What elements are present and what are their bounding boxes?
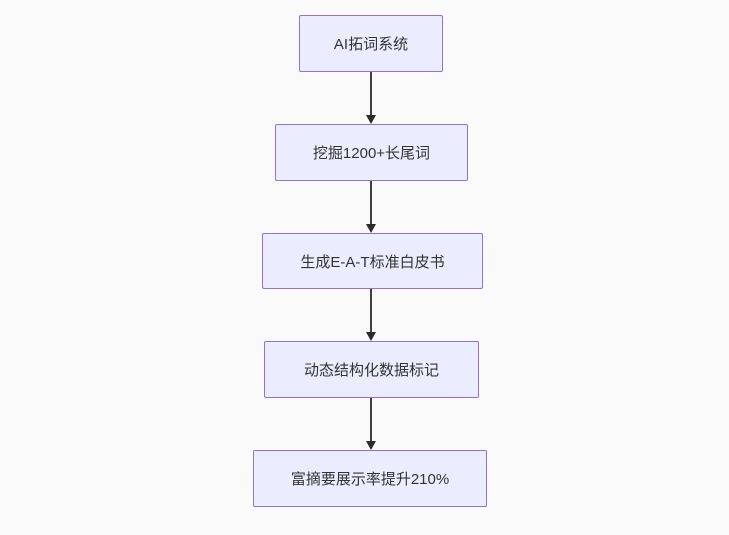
arrowhead-down-icon: [366, 115, 376, 124]
flowchart-node-rich-snippet-result: 富摘要展示率提升210%: [253, 450, 487, 507]
flowchart-node-eat-whitepaper: 生成E-A-T标准白皮书: [262, 233, 483, 289]
flowchart-node-structured-data: 动态结构化数据标记: [264, 341, 479, 398]
edge-connector: [370, 398, 372, 442]
node-label: 动态结构化数据标记: [303, 362, 439, 379]
arrowhead-down-icon: [366, 441, 376, 450]
node-label: AI拓词系统: [333, 36, 409, 53]
node-label: 富摘要展示率提升210%: [290, 471, 450, 488]
flowchart-node-longtail-keywords: 挖掘1200+长尾词: [275, 124, 468, 181]
arrowhead-down-icon: [366, 332, 376, 341]
node-label: 挖掘1200+长尾词: [312, 145, 431, 162]
edge-connector: [370, 289, 372, 333]
edge-connector: [370, 72, 372, 116]
edge-connector: [370, 181, 372, 225]
arrowhead-down-icon: [366, 224, 376, 233]
node-label: 生成E-A-T标准白皮书: [300, 253, 445, 271]
flowchart-node-ai-system: AI拓词系统: [299, 15, 443, 72]
